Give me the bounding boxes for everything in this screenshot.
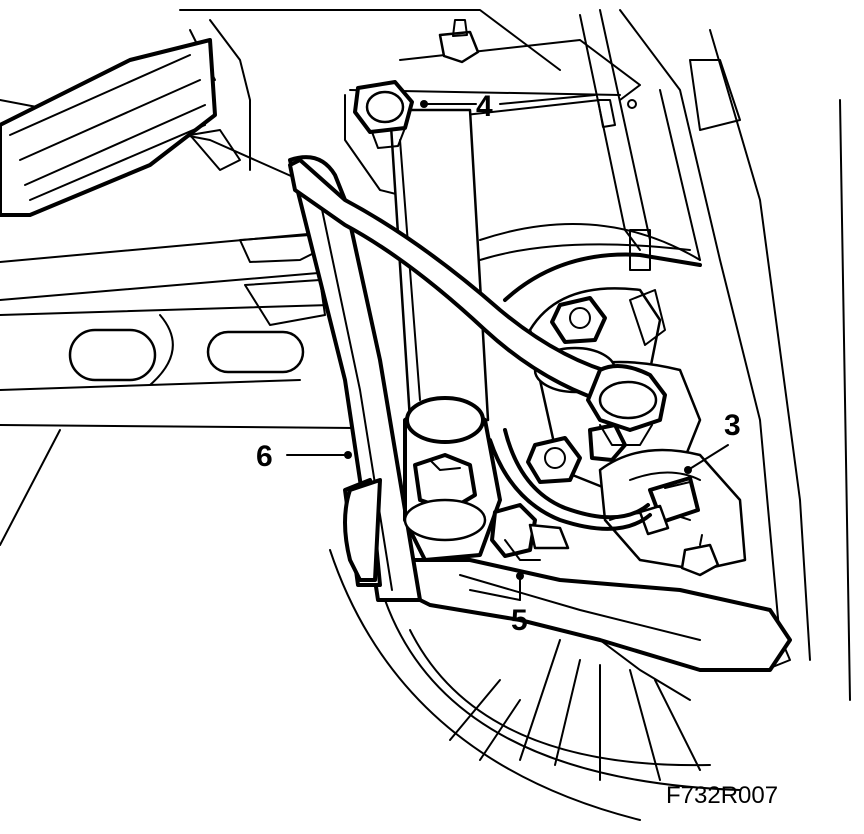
callout-label-3: 3 bbox=[724, 409, 741, 442]
callout-label-6: 6 bbox=[256, 440, 273, 473]
ribbed-bracket bbox=[0, 38, 241, 217]
stabilizer-tube bbox=[288, 158, 667, 446]
bolt-5 bbox=[490, 503, 570, 561]
subframe-structure bbox=[0, 19, 356, 546]
leader-lines bbox=[286, 94, 729, 601]
link-bushing bbox=[343, 478, 382, 582]
brake-hose bbox=[488, 428, 652, 531]
figure-code: F732R007 bbox=[666, 782, 778, 809]
lower-control-arm bbox=[398, 558, 792, 672]
callout-label-5: 5 bbox=[511, 604, 528, 637]
ball-joint bbox=[403, 396, 502, 562]
callout-label-4: 4 bbox=[476, 90, 493, 123]
bolt-4 bbox=[353, 80, 414, 149]
